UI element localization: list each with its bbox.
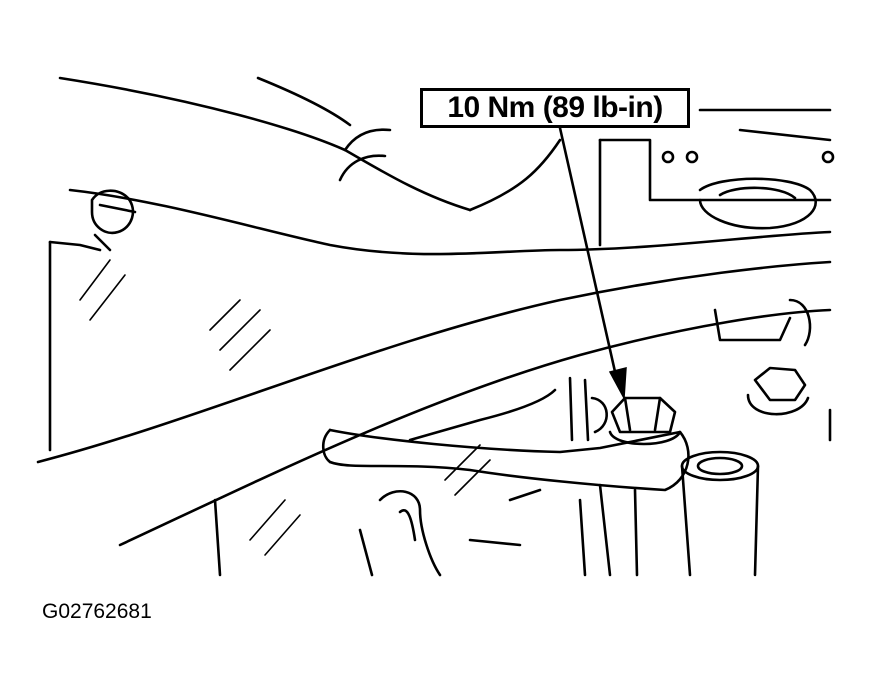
figure-id: G02762681 [42, 600, 152, 623]
left-clip [48, 189, 137, 452]
torque-callout: 10 Nm (89 lb-in) [420, 88, 690, 128]
upper-tube [58, 76, 832, 256]
lower-components [213, 388, 639, 577]
bracket-plate [321, 428, 690, 492]
shading-lines [79, 259, 491, 556]
torque-bolt [568, 376, 682, 446]
right-structures [598, 108, 835, 577]
diagonal-bar [36, 260, 832, 547]
callout-leader [558, 126, 627, 401]
